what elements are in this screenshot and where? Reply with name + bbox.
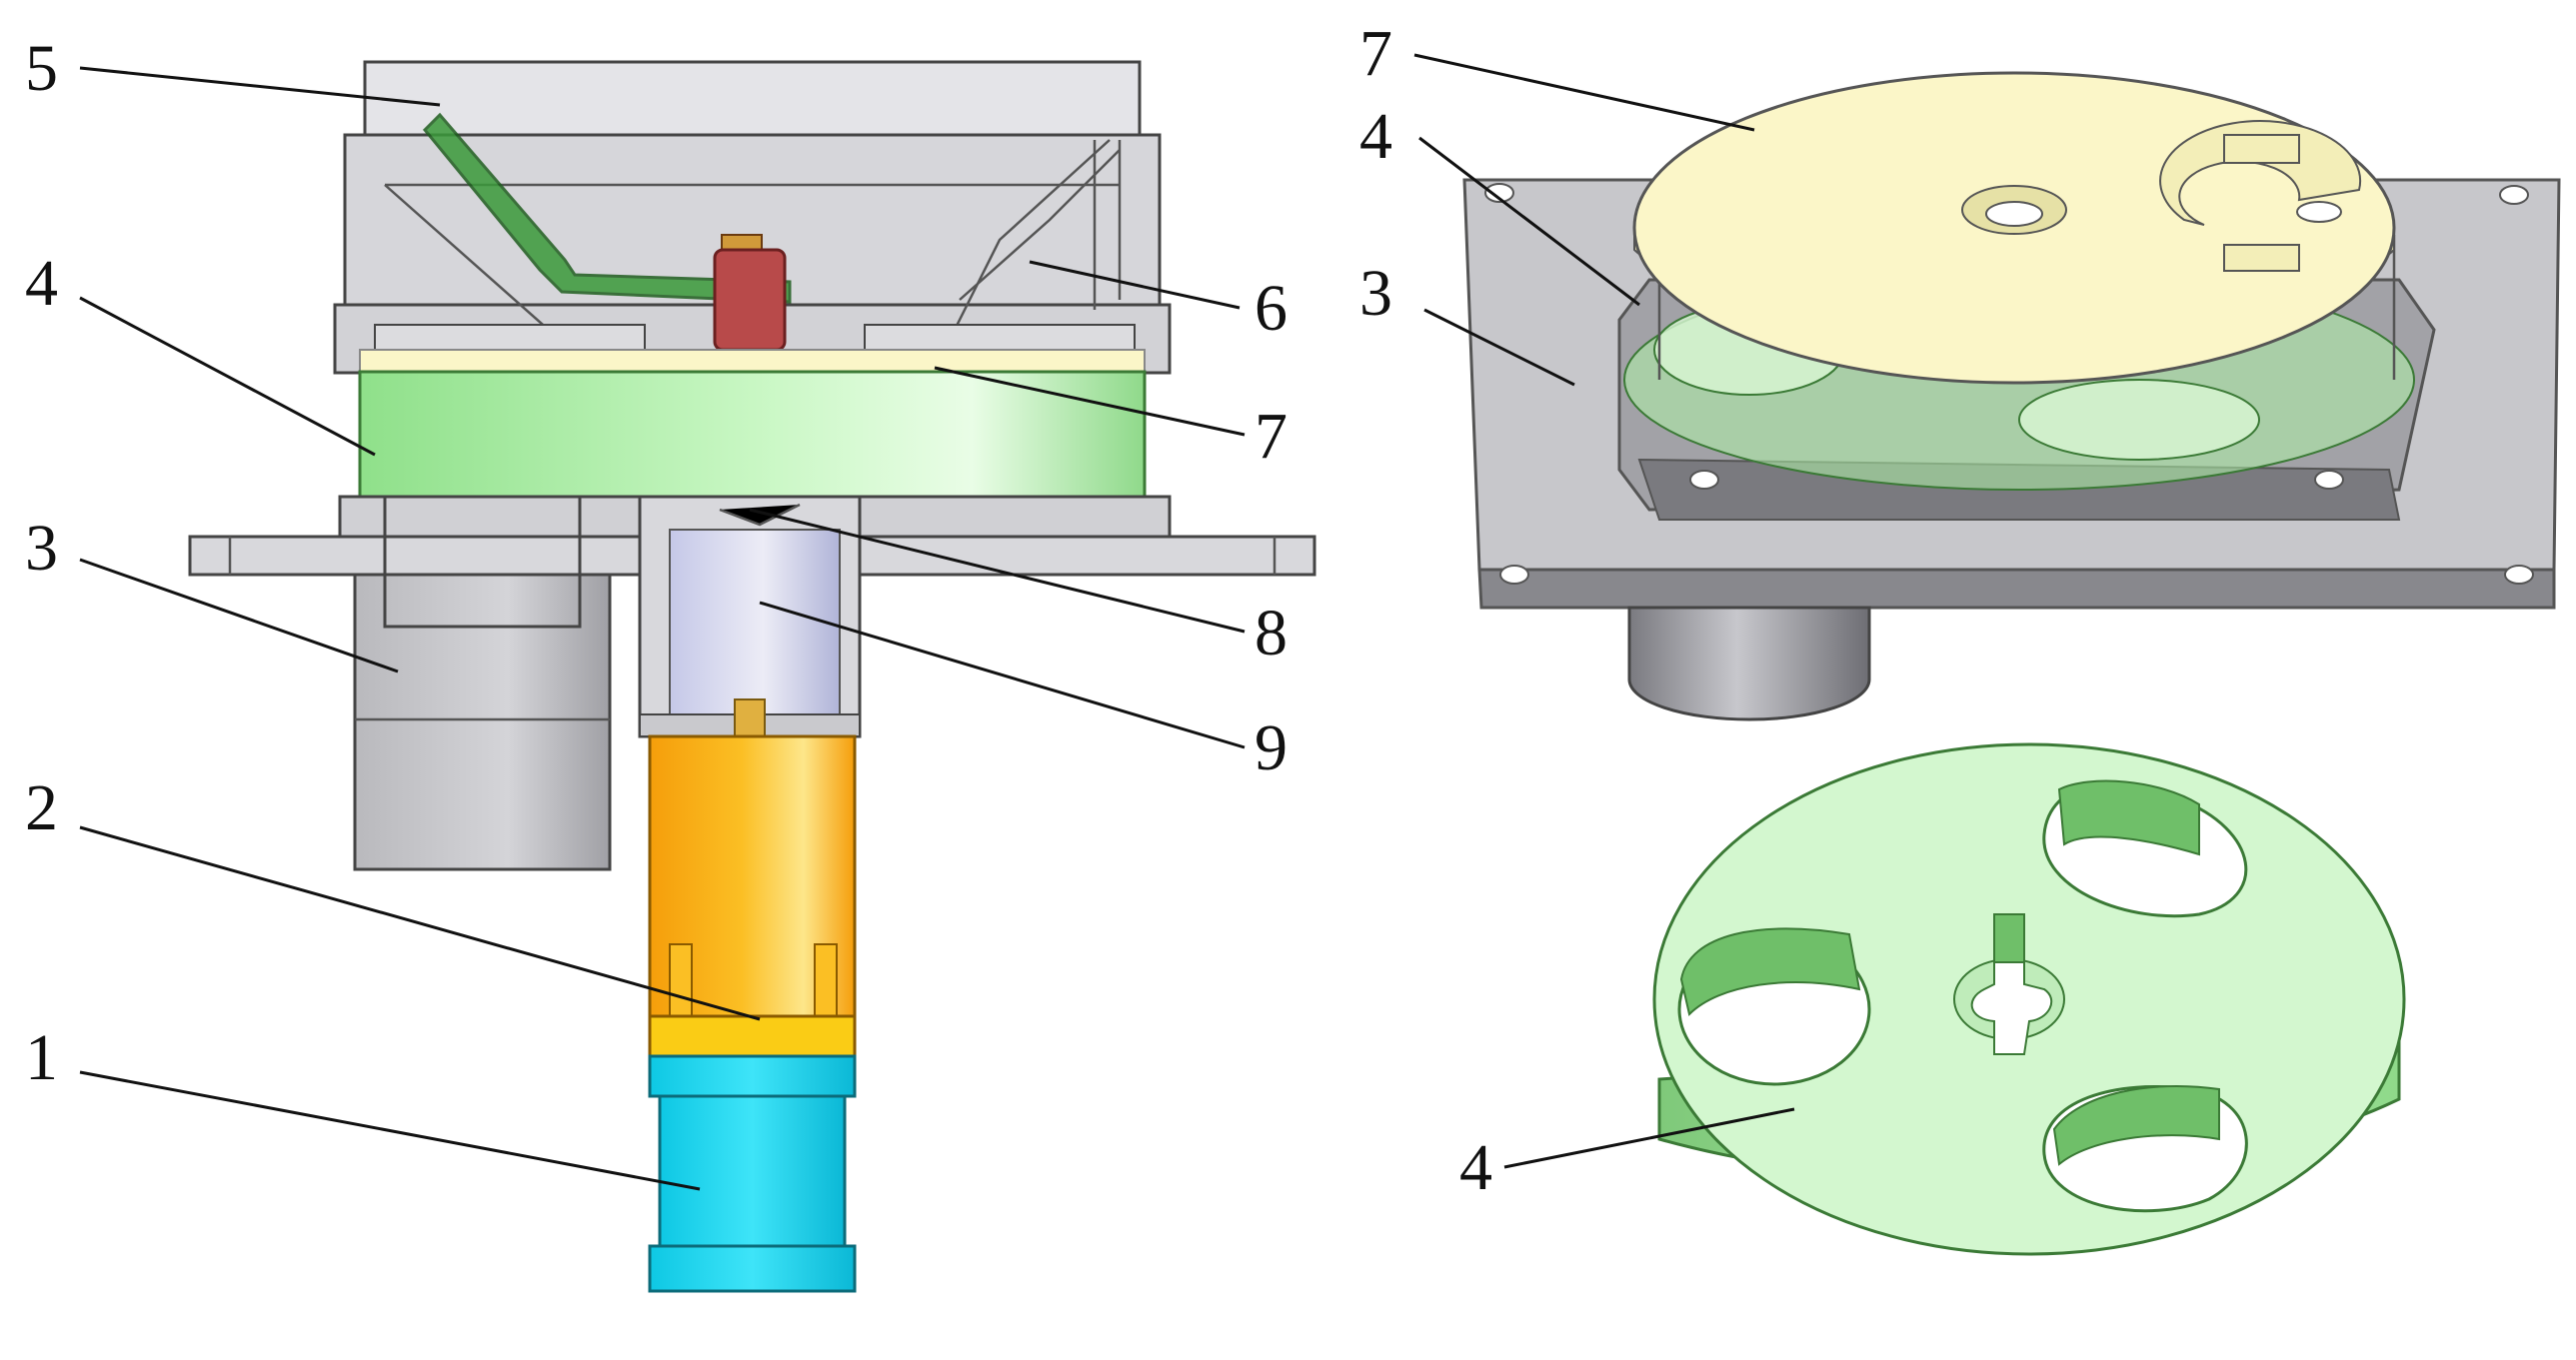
label-4-detail: 4: [1459, 1131, 1492, 1204]
left-part-labels: 5 4 3 2 1 6 7 8 9: [25, 32, 1288, 1094]
motor-part-1: [648, 1054, 857, 1293]
disc-detail: [1652, 742, 2406, 1256]
label-2: 2: [25, 771, 58, 844]
label-4-iso: 4: [1359, 100, 1392, 173]
right-top-leader-lines: [1413, 53, 1755, 387]
disc-detail-leader: [1503, 1107, 1795, 1169]
right-isometric-assembly: [1462, 71, 2561, 721]
label-3: 3: [25, 512, 58, 585]
knob: [713, 234, 787, 352]
label-5: 5: [25, 32, 58, 105]
reducer-part-2: [648, 734, 857, 1058]
label-3-iso: 3: [1359, 257, 1392, 330]
label-7: 7: [1255, 400, 1288, 473]
label-7-iso: 7: [1359, 17, 1392, 90]
right-top-part-labels: 7 4 3: [1359, 17, 1392, 330]
label-8: 8: [1255, 597, 1288, 670]
shaft: [734, 698, 766, 740]
left-section-view: [188, 60, 1316, 1293]
label-1: 1: [25, 1021, 58, 1094]
label-9: 9: [1255, 711, 1288, 784]
disc-part-4: [358, 370, 1147, 499]
label-6: 6: [1255, 272, 1288, 345]
motor-bracket: [638, 495, 862, 738]
plate-part-7: [359, 349, 1146, 373]
label-4: 4: [25, 247, 58, 320]
left-leader-lines: [79, 66, 1246, 1191]
